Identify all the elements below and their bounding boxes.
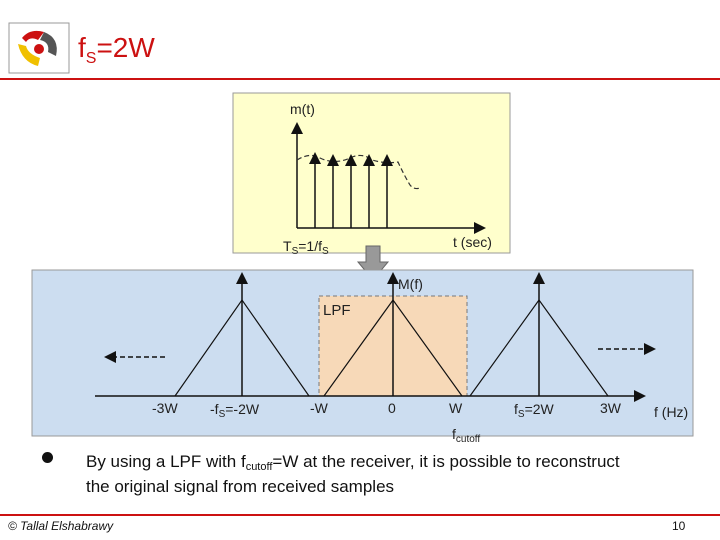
university-logo xyxy=(8,22,70,74)
tick-zero: 0 xyxy=(388,400,396,416)
tick-fs: fS=2W xyxy=(514,401,554,420)
sample-impulses xyxy=(309,152,393,228)
tick-negw: -W xyxy=(310,400,328,416)
title-main: f xyxy=(78,32,86,63)
sampling-period-label: TS=1/fS xyxy=(283,238,329,257)
footer-divider xyxy=(0,514,720,516)
bullet-text: By using a LPF with fcutoff=W at the rec… xyxy=(86,452,620,496)
title-rest: =2W xyxy=(96,32,155,63)
cutoff-label: fcutoff xyxy=(452,426,481,445)
tick-neg-fs: -fS=-2W xyxy=(210,401,260,420)
signal-label: m(t) xyxy=(290,101,315,117)
spectrum-label: M(f) xyxy=(398,276,423,292)
tick-w: W xyxy=(449,400,463,416)
copyright-text: © Tallal Elshabrawy xyxy=(8,519,114,533)
slide-title: fS=2W xyxy=(78,32,155,68)
time-domain-panel xyxy=(232,92,511,254)
tick-neg3w: -3W xyxy=(152,400,178,416)
time-axis-label: t (sec) xyxy=(453,234,492,250)
lpf-label: LPF xyxy=(323,302,351,319)
tick-3w: 3W xyxy=(600,400,621,416)
page-number: 10 xyxy=(672,519,686,533)
title-divider xyxy=(0,78,720,80)
bullet-dot xyxy=(42,452,53,463)
freq-axis-label: f (Hz) xyxy=(654,404,689,420)
title-sub: S xyxy=(85,50,97,67)
